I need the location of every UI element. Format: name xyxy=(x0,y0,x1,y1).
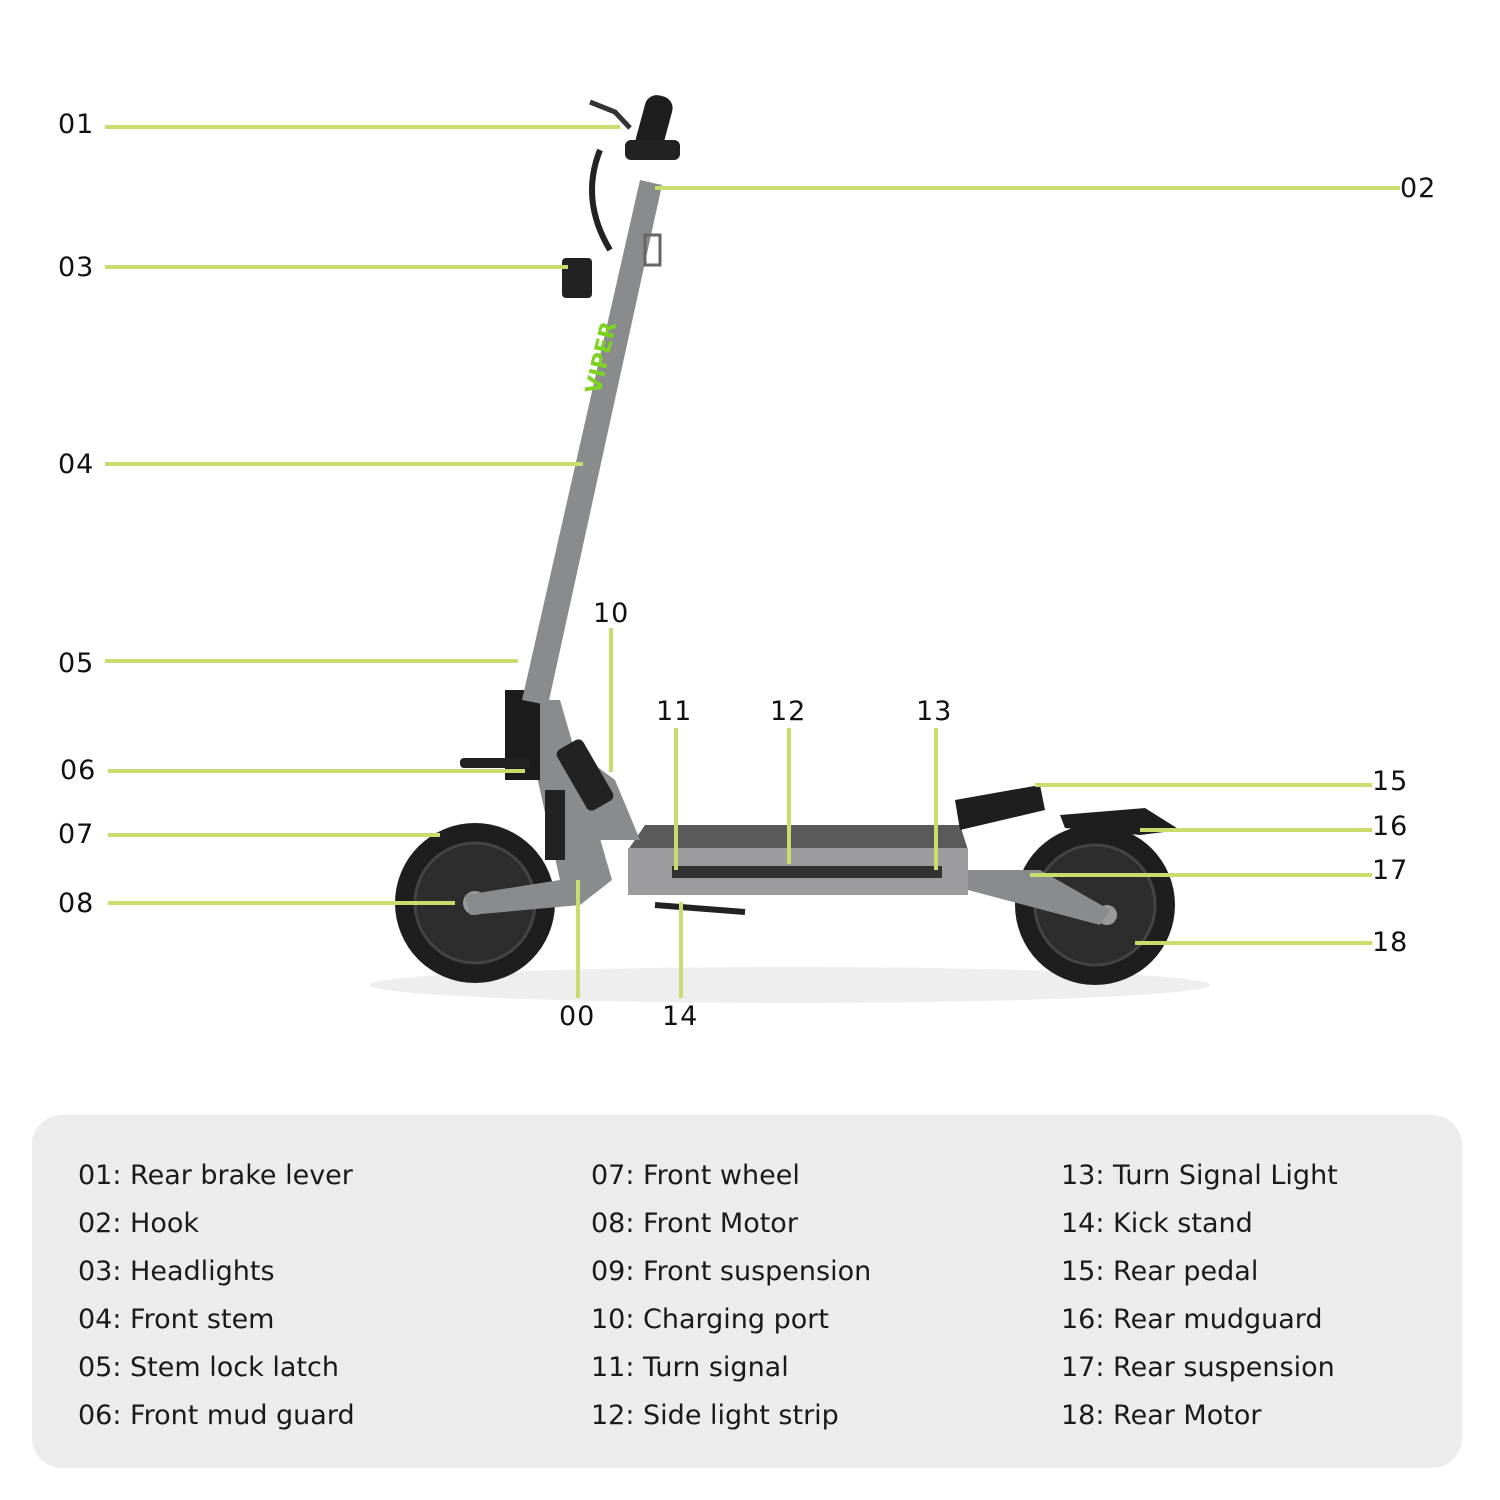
callout-01: 01 xyxy=(58,109,94,140)
callout-10: 10 xyxy=(593,598,629,629)
legend-item: 16: Rear mudguard xyxy=(1061,1304,1323,1335)
legend-item: 01: Rear brake lever xyxy=(78,1160,353,1191)
callout-13: 13 xyxy=(916,696,952,727)
legend-item: 03: Headlights xyxy=(78,1256,275,1287)
legend-item: 02: Hook xyxy=(78,1208,200,1239)
legend-item: 13: Turn Signal Light xyxy=(1061,1160,1338,1191)
front-stem xyxy=(522,180,662,705)
callout-15: 15 xyxy=(1372,766,1408,797)
callout-12: 12 xyxy=(770,696,806,727)
throttle xyxy=(625,140,680,160)
legend-item: 14: Kick stand xyxy=(1061,1208,1253,1239)
rear-swing-arm xyxy=(968,870,1110,925)
headlight xyxy=(562,258,592,298)
callout-07: 07 xyxy=(58,819,94,850)
callout-17: 17 xyxy=(1372,855,1408,886)
callout-08: 08 xyxy=(58,888,94,919)
callout-05: 05 xyxy=(58,648,94,679)
front-mudguard xyxy=(460,758,530,768)
kickstand xyxy=(654,902,746,915)
legend-item: 09: Front suspension xyxy=(591,1256,872,1287)
legend-item: 12: Side light strip xyxy=(591,1400,839,1431)
brake-lever xyxy=(589,99,632,130)
deck xyxy=(548,730,968,895)
callout-14: 14 xyxy=(662,1001,698,1032)
callout-00: 00 xyxy=(559,1001,595,1032)
handle-grip xyxy=(635,95,673,155)
legend-item: 08: Front Motor xyxy=(591,1208,798,1239)
callout-06: 06 xyxy=(60,755,96,786)
callout-11: 11 xyxy=(656,696,692,727)
legend-item: 17: Rear suspension xyxy=(1061,1352,1335,1383)
hook xyxy=(643,233,662,267)
callout-02: 02 xyxy=(1400,173,1436,204)
rear-pedal xyxy=(955,785,1045,830)
callout-16: 16 xyxy=(1372,811,1408,842)
legend-item: 18: Rear Motor xyxy=(1061,1400,1262,1431)
scooter-illustration: VIPER 01 02 xyxy=(58,95,1436,1032)
legend-item: 06: Front mud guard xyxy=(78,1400,355,1431)
callout-18: 18 xyxy=(1372,927,1408,958)
legend-item: 07: Front wheel xyxy=(591,1160,800,1191)
cable xyxy=(589,148,613,252)
parts-legend: 01: Rear brake lever 02: Hook 03: Headli… xyxy=(32,1115,1462,1468)
legend-item: 15: Rear pedal xyxy=(1061,1256,1259,1287)
legend-item: 04: Front stem xyxy=(78,1304,275,1335)
callout-03: 03 xyxy=(58,252,94,283)
callout-lines xyxy=(105,125,1400,998)
legend-item: 10: Charging port xyxy=(591,1304,829,1335)
legend-item: 05: Stem lock latch xyxy=(78,1352,339,1383)
front-suspension xyxy=(545,790,565,860)
legend-item: 11: Turn signal xyxy=(591,1352,789,1383)
callout-04: 04 xyxy=(58,449,94,480)
